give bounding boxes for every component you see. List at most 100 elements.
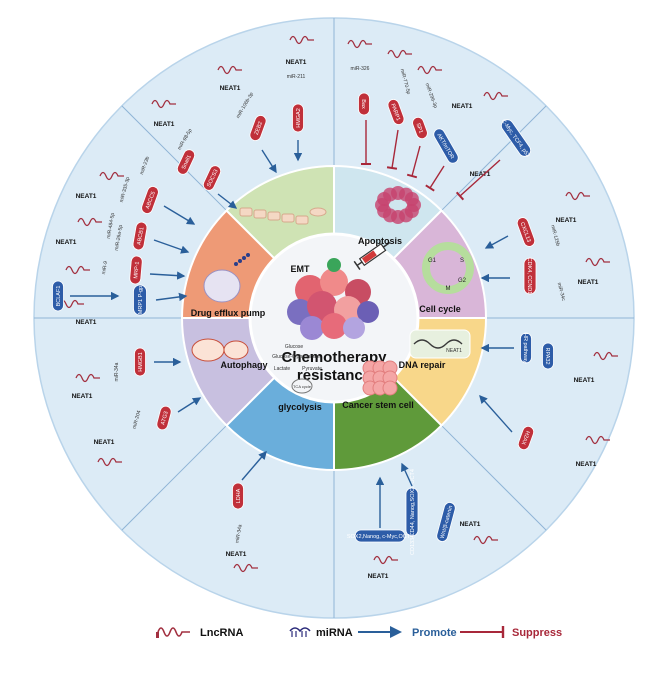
- mirna-label: miR-211: [287, 74, 306, 80]
- bclaf1-pill-label: BCLAF1: [56, 286, 62, 307]
- neat1-label: NEAT1: [94, 439, 115, 446]
- bax-pill-shape: [358, 92, 370, 116]
- snail1-pill-label: Snail1: [181, 154, 193, 170]
- wnt-pill-shape: [436, 502, 456, 542]
- neat1-label: NEAT1: [556, 217, 577, 224]
- abcb1-pill-label: ABCB1: [136, 227, 145, 246]
- pyruvate-label: Pyruvate: [302, 366, 322, 372]
- lncrna-icon: [99, 171, 124, 181]
- suppress-line: [391, 129, 399, 169]
- sector-label-csc: Cancer stem cell: [342, 400, 414, 410]
- mirna-icon: [289, 627, 311, 637]
- sox2-nanog-pill-label: SOX2,Nanog, c-Myc,OCT4: [347, 534, 413, 540]
- g6p-label: Glucose-6-phosphate: [272, 354, 320, 360]
- neat1-label: NEAT1: [368, 573, 389, 580]
- cell-cycle-ring: [422, 242, 474, 294]
- sox2-nanog-pill: SOX2,Nanog, c-Myc,OCT4: [347, 529, 413, 543]
- center-title-line2: resistance: [297, 367, 371, 384]
- promote-arrow: [401, 462, 413, 487]
- center-title-line1: Chemotherapy: [281, 349, 387, 366]
- h2ax-pill: H2AX: [517, 425, 535, 451]
- ring-divider-line: [121, 423, 229, 531]
- neat1-label: NEAT1: [72, 393, 93, 400]
- mirna-label: miR-34a: [114, 362, 120, 381]
- socs3-pill-shape: [202, 165, 222, 191]
- sector-label-apoptosis: Apoptosis: [358, 236, 402, 246]
- suppress-line: [459, 159, 501, 197]
- mirna-label: miR-34a: [234, 524, 243, 544]
- cell-cycle-phase-label: G2: [458, 278, 467, 284]
- emt-migrating-cell: [309, 207, 327, 217]
- hr-pathway-pill: HR pathway: [520, 332, 532, 364]
- promote-arrow: [217, 193, 238, 209]
- hmgb1-pill-label: HMGB1: [138, 352, 144, 372]
- drug-molecule-icon: [242, 256, 246, 260]
- sector-label-efflux: Drug efflux pump: [191, 308, 266, 318]
- lncrna-icon: [585, 257, 610, 267]
- lncrna-icon: [387, 49, 412, 59]
- drug-molecule-icon: [234, 262, 238, 266]
- sp1-pill-label: SP1: [414, 122, 423, 134]
- atg3-pill-shape: [156, 405, 172, 431]
- akt-mtor-pill-shape: [433, 128, 459, 164]
- suppress-bar-icon: [460, 626, 505, 638]
- mirna-label: miR-34c: [556, 282, 567, 302]
- sector-label-dnarepair: DNA repair: [399, 360, 446, 370]
- tca-label: TCA cycle: [293, 384, 312, 389]
- parp1-pill-shape: [387, 99, 405, 125]
- sector-label-cellcycle: Cell cycle: [419, 304, 461, 314]
- cdk4-ccnd1-pill-shape: [523, 257, 537, 295]
- h2ax-pill-shape: [517, 425, 535, 451]
- sp1-pill: SP1: [412, 116, 428, 140]
- promote-arrow: [484, 235, 509, 249]
- bclaf1-pill-shape: [52, 280, 64, 312]
- neat1-label: NEAT1: [76, 193, 97, 200]
- ldha-pill-label: LDHA: [236, 488, 242, 503]
- lncrna-icon: [585, 435, 610, 445]
- legend: LncRNA miRNA Promote Suppress: [156, 626, 562, 639]
- neat1-label: NEAT1: [154, 121, 175, 128]
- promote-arrow: [153, 239, 190, 254]
- neat1-label: NEAT1: [226, 551, 247, 558]
- cell-cycle-phase-label: G1: [428, 258, 437, 264]
- stem-cell: [382, 380, 398, 396]
- abcc5-pill: ABCC5: [141, 186, 159, 214]
- promote-arrow: [149, 271, 186, 280]
- lncrna-icon: [156, 627, 190, 638]
- promote-arrow: [479, 394, 513, 433]
- lncrna-icon: [65, 265, 90, 275]
- efflux-cell-icon: [203, 269, 241, 303]
- zeb2-pill-shape: [249, 115, 267, 141]
- ring-divider-line: [439, 423, 547, 531]
- zeb2-pill: ZEB2: [249, 115, 267, 141]
- hmgb1-pill-shape: [134, 347, 146, 377]
- suppress-line-bar: [386, 166, 398, 170]
- mrp1-pill: MRP-1: [129, 255, 143, 285]
- lncrna-icon: [483, 91, 508, 101]
- suppress-line-bar: [425, 184, 435, 192]
- lncrna-icon: [347, 39, 372, 49]
- sector-label-glycolysis: glycolysis: [278, 402, 322, 412]
- legend-lncrna-label: LncRNA: [200, 627, 243, 639]
- hr-pathway-pill-shape: [520, 332, 532, 364]
- mirna-label: miR-204: [132, 410, 143, 430]
- hmgb1-pill: HMGB1: [134, 347, 146, 377]
- lysosome-icon: [223, 340, 249, 360]
- sector-label-autophagy: Autophagy: [221, 360, 268, 370]
- lncrna-icon: [77, 217, 102, 227]
- lactate-label: Lactate: [274, 366, 291, 372]
- bax-pill: Bax: [358, 92, 370, 116]
- mrp1-pgp-pill: MRP1 P-gp: [133, 284, 147, 316]
- legend-promote-label: Promote: [412, 627, 457, 639]
- abcb1-pill: ABCB1: [132, 221, 148, 251]
- mirna-label: miR-9: [101, 261, 109, 275]
- sector-label-emt: EMT: [291, 264, 311, 274]
- emt-cell: [267, 211, 281, 221]
- ring-divider-line: [121, 105, 229, 213]
- csc-markers-pill-shape: [405, 487, 419, 537]
- sox2-nanog-pill-shape: [354, 529, 406, 543]
- cxcl13-pill-shape: [516, 217, 536, 247]
- lncrna-icon: [97, 457, 122, 467]
- promote-arrow: [163, 205, 196, 225]
